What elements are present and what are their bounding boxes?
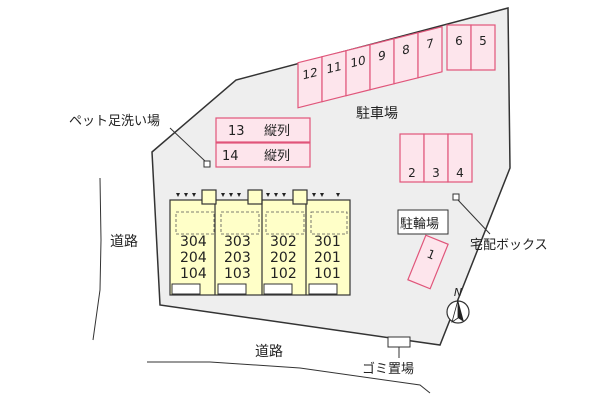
parking-space-2: 2 bbox=[399, 133, 425, 183]
parking-note: 縦列 bbox=[264, 124, 290, 139]
unit-column-4: 301 201 101 bbox=[314, 234, 341, 282]
unit-number: 304 bbox=[180, 234, 207, 250]
delivery-box-leader bbox=[457, 199, 491, 235]
parking-area-label: 駐車場 bbox=[356, 105, 398, 122]
parking-space-5: 5 bbox=[470, 24, 496, 71]
road-edge-left bbox=[92, 177, 102, 341]
north-arrow-icon: N bbox=[446, 286, 470, 324]
parking-number: 11 bbox=[326, 59, 341, 77]
parking-number: 3 bbox=[432, 166, 440, 180]
pet-wash-marker bbox=[203, 160, 211, 168]
garbage-area-box bbox=[387, 336, 411, 348]
road-label-bottom: 道路 bbox=[255, 344, 283, 360]
north-label: N bbox=[454, 286, 462, 299]
bicycle-parking-box bbox=[397, 209, 449, 235]
road-edge-bottom bbox=[147, 361, 431, 394]
parking-space-14: 14 縦列 bbox=[215, 142, 311, 168]
parking-top-row: 12 11 10 9 8 7 bbox=[297, 26, 443, 109]
unit-number: 203 bbox=[224, 250, 251, 266]
parking-space-6: 6 bbox=[446, 24, 472, 71]
parking-number: 12 bbox=[302, 65, 317, 83]
unit-number: 103 bbox=[224, 266, 251, 282]
unit-number: 301 bbox=[314, 234, 341, 250]
unit-number: 204 bbox=[180, 250, 207, 266]
parking-space-4: 4 bbox=[447, 133, 473, 183]
entrance-markers bbox=[176, 193, 340, 197]
parking-note: 縦列 bbox=[264, 149, 290, 164]
apartment-building: 304 204 104 303 203 103 302 202 102 301 … bbox=[169, 189, 351, 296]
parking-space-11: 11 bbox=[321, 49, 347, 103]
delivery-box-label: 宅配ボックス bbox=[470, 238, 548, 253]
garbage-area-label: ゴミ置場 bbox=[362, 361, 414, 377]
unit-column-1: 304 204 104 bbox=[180, 234, 207, 282]
unit-column-2: 303 203 103 bbox=[224, 234, 251, 282]
unit-number: 101 bbox=[314, 266, 341, 282]
pet-wash-label: ペット足洗い場 bbox=[69, 114, 160, 129]
unit-number: 302 bbox=[270, 234, 297, 250]
parking-number: 10 bbox=[350, 53, 365, 71]
unit-number: 201 bbox=[314, 250, 341, 266]
parking-space-1: 1 bbox=[407, 234, 449, 290]
unit-number: 202 bbox=[270, 250, 297, 266]
parking-number: 4 bbox=[456, 166, 464, 180]
parking-number: 13 bbox=[228, 124, 245, 139]
bicycle-parking-label: 駐輪場 bbox=[400, 216, 439, 232]
parking-number: 7 bbox=[426, 36, 434, 52]
parking-number: 14 bbox=[222, 149, 239, 164]
parking-number: 8 bbox=[402, 42, 410, 58]
parking-space-10: 10 bbox=[345, 43, 371, 97]
parking-number: 9 bbox=[378, 48, 386, 64]
unit-number: 102 bbox=[270, 266, 297, 282]
parking-space-3: 3 bbox=[423, 133, 449, 183]
parking-number: 6 bbox=[455, 34, 463, 48]
parking-number: 5 bbox=[479, 34, 487, 48]
unit-number: 303 bbox=[224, 234, 251, 250]
parking-number: 2 bbox=[408, 166, 416, 180]
unit-column-3: 302 202 102 bbox=[270, 234, 297, 282]
delivery-box-marker bbox=[452, 193, 460, 201]
road-label-left: 道路 bbox=[110, 234, 138, 250]
parking-space-8: 8 bbox=[393, 32, 419, 85]
unit-number: 104 bbox=[180, 266, 207, 282]
parking-space-9: 9 bbox=[369, 38, 395, 91]
building-base bbox=[169, 199, 351, 296]
parking-space-7: 7 bbox=[417, 26, 443, 79]
parking-space-13: 13 縦列 bbox=[215, 117, 311, 143]
parking-space-12: 12 bbox=[297, 55, 323, 109]
pet-wash-leader bbox=[169, 127, 207, 163]
